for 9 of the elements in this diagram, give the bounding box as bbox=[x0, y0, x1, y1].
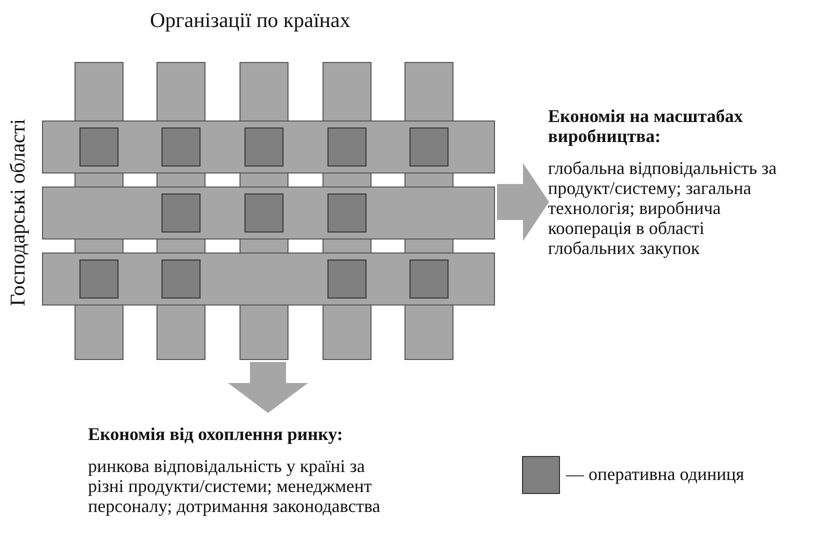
block-heading: Економія від охоплення ринку: bbox=[88, 424, 344, 444]
axis-title: Організації по країнах bbox=[150, 8, 350, 33]
axis-title: Господарські області bbox=[6, 118, 30, 308]
block-heading: Економія на масштабах виробництва: bbox=[548, 106, 744, 146]
block-arrow bbox=[228, 362, 308, 413]
legend-label: — оперативна одиниця bbox=[566, 464, 744, 485]
block-arrow bbox=[497, 163, 549, 241]
text-paragraph: глобальна відповідальність за продукт/систему; загальна технологія; виробнича кооперація в області глобальних закупок bbox=[548, 158, 778, 258]
text-paragraph: ринкова відповідальність у країні за різні продукти/системи; менеджмент персоналу; дотримання законодавства bbox=[88, 456, 382, 516]
